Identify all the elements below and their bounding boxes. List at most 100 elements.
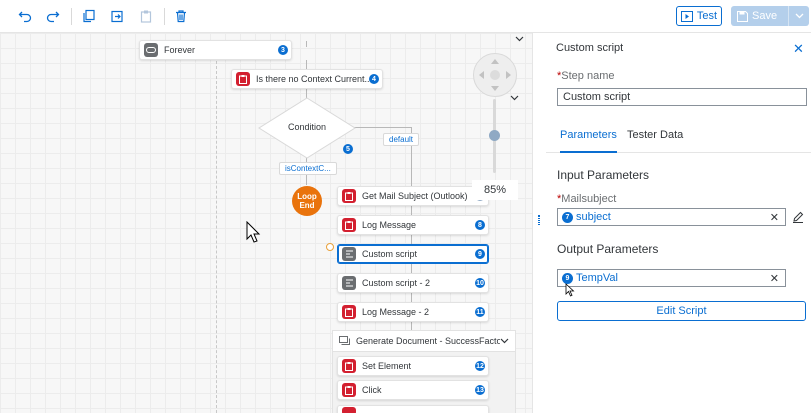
- step-label: Forever: [164, 45, 196, 55]
- step-label: Is there no Context Current...: [256, 74, 369, 84]
- save-icon: [737, 10, 748, 22]
- chevron-down-icon: [795, 13, 803, 19]
- connector-line: [306, 60, 307, 72]
- insert-point[interactable]: [326, 243, 334, 251]
- toolbar-separator: [71, 8, 72, 25]
- step-log-message-2[interactable]: Log Message - 2 11: [337, 302, 489, 322]
- step-label: Get Mail Subject (Outlook): [362, 191, 468, 201]
- test-button[interactable]: Test: [676, 6, 722, 26]
- step-click[interactable]: Click 13: [337, 380, 489, 400]
- loop-end-label: Loop End: [297, 192, 317, 210]
- toolbar-separator: [164, 8, 165, 25]
- token-text: TempVal: [576, 272, 618, 284]
- save-dropdown-button[interactable]: [789, 13, 809, 19]
- step-label: Click: [362, 385, 382, 395]
- panel-title: Custom script: [556, 42, 624, 54]
- step-badge: 9: [475, 249, 485, 259]
- step-badge: 11: [475, 307, 485, 317]
- step-log-message[interactable]: Log Message 8: [337, 215, 489, 235]
- loop-icon: [144, 43, 158, 57]
- branch-default-tag[interactable]: default: [383, 133, 420, 146]
- connector-line: [306, 41, 307, 47]
- cursor-icon: [246, 221, 261, 243]
- tab-tester-data[interactable]: Tester Data: [627, 129, 684, 141]
- play-icon: [680, 10, 693, 22]
- connector-line: [354, 127, 412, 128]
- clipboard-icon[interactable]: [137, 7, 155, 25]
- loop-end-node[interactable]: Loop End: [292, 186, 322, 216]
- step-condition-check[interactable]: Is there no Context Current... 4: [231, 69, 383, 89]
- step-badge: 3: [278, 45, 288, 55]
- step-name-input[interactable]: Custom script: [557, 88, 807, 106]
- chevron-down-icon[interactable]: [515, 36, 524, 42]
- step-badge: 13: [475, 385, 485, 395]
- test-button-label: Test: [696, 10, 718, 22]
- zoom-level: 85%: [472, 180, 518, 200]
- branch-left-tag[interactable]: isContextC...: [279, 162, 337, 175]
- mailsubject-label: *Mailsubject: [557, 193, 617, 205]
- mailsubject-input[interactable]: 7 subject ✕: [557, 208, 786, 226]
- step-label: Set Element: [362, 361, 412, 371]
- script-icon: [342, 276, 356, 290]
- workflow-canvas[interactable]: Forever 3 Is there no Context Current...…: [0, 33, 532, 413]
- grip-icon: [538, 215, 540, 225]
- script-icon: [342, 247, 356, 261]
- step-custom-script-2[interactable]: Custom script - 2 10: [337, 273, 489, 293]
- token-badge: 7: [562, 211, 573, 223]
- chevron-down-icon[interactable]: [510, 95, 519, 101]
- step-badge: 10: [475, 278, 485, 288]
- document-icon: [339, 336, 350, 346]
- copy-icon[interactable]: [80, 7, 98, 25]
- step-label: Custom script: [362, 249, 418, 259]
- clipboard-icon: [342, 218, 356, 232]
- group-generate-document[interactable]: Generate Document - SuccessFactors: [332, 330, 516, 352]
- save-button[interactable]: Save: [731, 6, 809, 26]
- condition-label: Condition: [287, 122, 327, 132]
- output-parameters-title: Output Parameters: [557, 242, 659, 256]
- tab-parameters[interactable]: Parameters: [560, 129, 617, 153]
- save-button-label: Save: [752, 10, 778, 22]
- close-icon[interactable]: ✕: [793, 41, 804, 56]
- clipboard-icon: [236, 72, 250, 86]
- clear-icon[interactable]: ✕: [769, 272, 779, 285]
- step-label: Log Message - 2: [362, 307, 430, 317]
- step-set-element[interactable]: Set Element 12: [337, 356, 489, 376]
- step-badge: 5: [343, 144, 353, 154]
- properties-panel: Custom script ✕ *Step name Custom script…: [546, 33, 811, 413]
- loop-dashed-line: [216, 61, 217, 413]
- output-parameter-input[interactable]: 9 TempVal ✕: [557, 269, 786, 287]
- step-badge: 4: [369, 74, 379, 84]
- pan-control[interactable]: [473, 53, 517, 97]
- input-parameters-title: Input Parameters: [557, 168, 650, 182]
- delete-icon[interactable]: [172, 7, 190, 25]
- clipboard-icon: [342, 189, 356, 203]
- redo-icon[interactable]: [44, 7, 62, 25]
- step-name-label: *Step name: [557, 70, 615, 82]
- panel-resize-handle[interactable]: [532, 33, 546, 413]
- clipboard-icon: [342, 383, 356, 397]
- clipboard-icon: [342, 359, 356, 373]
- clipboard-icon: [342, 407, 356, 413]
- step-get-mail-subject[interactable]: Get Mail Subject (Outlook) 7: [337, 186, 489, 206]
- edit-script-button[interactable]: Edit Script: [557, 301, 806, 321]
- token-badge: 9: [562, 272, 573, 284]
- paste-icon[interactable]: [108, 7, 126, 25]
- step-label: Log Message: [362, 220, 417, 230]
- step-badge: 12: [475, 361, 485, 371]
- token-text: subject: [576, 211, 611, 223]
- panel-tabs: Parameters Tester Data: [546, 123, 811, 153]
- step-custom-script[interactable]: Custom script 9: [337, 244, 489, 264]
- step-label: Custom script - 2: [362, 278, 431, 288]
- step-forever[interactable]: Forever 3: [139, 40, 292, 60]
- condition-diamond[interactable]: [258, 97, 356, 159]
- zoom-slider-handle[interactable]: [489, 130, 500, 141]
- step-partial[interactable]: [337, 405, 489, 413]
- edit-pencil-icon[interactable]: [792, 211, 804, 223]
- group-label: Generate Document - SuccessFactors: [356, 336, 500, 346]
- chevron-down-icon[interactable]: [500, 338, 509, 344]
- clipboard-icon: [342, 305, 356, 319]
- clear-icon[interactable]: ✕: [769, 211, 779, 224]
- step-badge: 8: [475, 220, 485, 230]
- undo-icon[interactable]: [16, 7, 34, 25]
- toolbar: Test Save: [0, 0, 811, 33]
